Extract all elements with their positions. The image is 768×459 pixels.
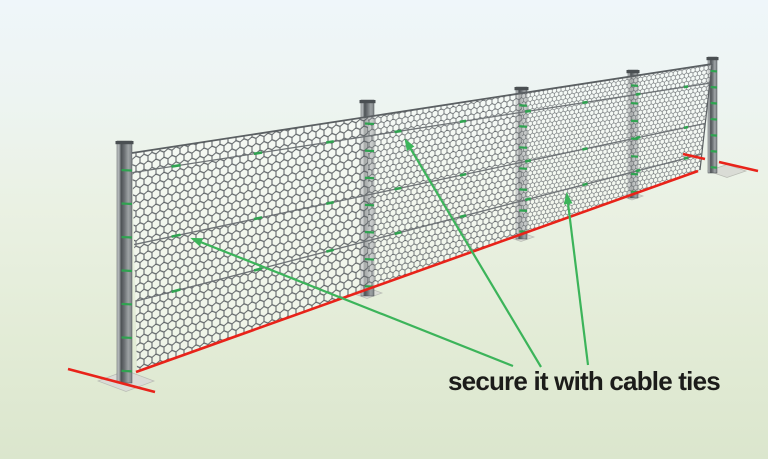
cable-tie <box>524 109 532 114</box>
leader-arrow-middle <box>408 145 542 368</box>
cable-tie <box>121 202 133 206</box>
cable-tie <box>635 92 641 96</box>
annotation-label: secure it with cable ties <box>448 366 721 396</box>
cable-tie <box>171 288 181 294</box>
leader-arrow-left <box>198 240 514 368</box>
cable-tie <box>253 267 263 272</box>
cable-tie <box>121 269 133 273</box>
cable-tie <box>459 172 467 177</box>
cable-tie <box>710 85 718 89</box>
cable-tie <box>121 168 133 172</box>
tension-wire <box>133 122 706 246</box>
cable-tie <box>364 257 375 261</box>
cable-tie <box>582 147 588 151</box>
cable-tie <box>326 200 334 206</box>
post-cap <box>706 57 719 61</box>
arrowhead-icon <box>404 138 415 151</box>
cable-tie <box>630 101 639 105</box>
cable-tie <box>683 125 689 130</box>
mesh-segment <box>522 64 712 234</box>
cable-tie <box>519 209 528 212</box>
cable-tie <box>635 168 641 173</box>
mesh-right-edge <box>699 63 713 171</box>
cable-tie <box>519 104 528 107</box>
cable-tie <box>582 182 588 187</box>
alignment-lines <box>67 152 759 394</box>
cable-tie <box>630 172 639 176</box>
post-cap <box>115 141 134 145</box>
post-base-plate <box>706 164 748 178</box>
tension-wire <box>132 82 710 174</box>
cable-tie <box>121 235 133 239</box>
cable-tie <box>364 203 375 207</box>
cable-tie <box>710 166 718 169</box>
cable-tie <box>459 214 467 219</box>
cable-tie <box>121 369 133 373</box>
cable-tie <box>630 119 639 123</box>
cable-tie <box>710 69 718 73</box>
cable-tie <box>683 156 689 160</box>
cable-tie <box>519 125 528 128</box>
cable-tie <box>364 176 375 180</box>
cable-tie <box>121 302 133 306</box>
cable-tie <box>171 163 181 168</box>
right-ground-mark-a <box>682 152 706 161</box>
leader-arrows <box>190 138 590 368</box>
cable-tie <box>253 151 263 156</box>
tension-wire <box>135 153 702 302</box>
cable-tie <box>630 155 639 158</box>
post-cap <box>626 70 640 74</box>
cable-tie <box>394 230 402 236</box>
right-ground-mark-b <box>718 160 759 173</box>
cable-tie <box>364 122 375 126</box>
cable-tie <box>519 167 528 170</box>
fence-post <box>116 140 133 384</box>
cable-tie <box>394 129 402 134</box>
cable-tie <box>364 230 375 234</box>
leader-arrow-right <box>566 200 590 366</box>
cable-tie <box>710 101 718 105</box>
post-cap <box>514 87 529 91</box>
post-cap <box>359 100 376 104</box>
cable-tie <box>710 134 718 137</box>
cable-tie <box>325 248 335 253</box>
cable-tie <box>253 216 263 221</box>
cable-tie <box>394 186 402 191</box>
cable-tie <box>630 137 639 141</box>
cable-tie <box>171 233 181 238</box>
cable-tie <box>519 188 528 191</box>
cable-tie <box>710 150 718 153</box>
tension-wires <box>132 82 710 302</box>
cable-tie <box>524 159 532 163</box>
cable-tie <box>121 336 133 340</box>
cable-tie <box>710 117 718 121</box>
cable-tie <box>519 146 528 149</box>
mesh-segment <box>132 116 368 371</box>
cable-tie <box>364 149 375 153</box>
arrowhead-icon <box>190 237 203 247</box>
arrowhead-icon <box>563 192 573 205</box>
cable-tie <box>326 140 334 144</box>
cable-tie <box>524 197 532 202</box>
mesh-top-edge-wire <box>131 63 713 154</box>
left-ground-mark <box>67 367 156 394</box>
cable-tie <box>630 84 639 87</box>
mesh-bottom-alignment-line <box>135 169 699 374</box>
cable-tie <box>582 100 588 105</box>
cable-tie <box>683 85 689 89</box>
cable-tie <box>459 119 467 124</box>
